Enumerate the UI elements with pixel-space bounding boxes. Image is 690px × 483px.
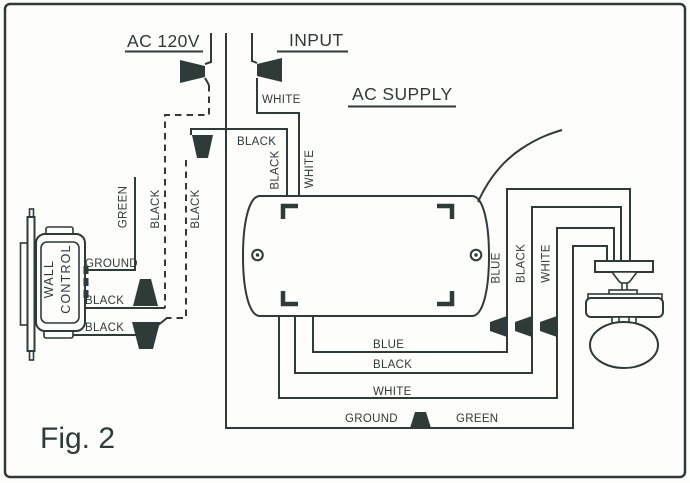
ground-run-label: GROUND xyxy=(345,413,398,425)
control-terminal-2 xyxy=(83,278,89,286)
receiver-corner-mark-br xyxy=(437,291,455,307)
wall-box xyxy=(19,242,29,326)
receiver-antenna-wire xyxy=(477,129,563,203)
wall-control: WALL CONTROL xyxy=(19,208,89,361)
white-supply-to-receiver-wire xyxy=(256,78,300,197)
wire-nut-supply-neutral xyxy=(257,58,282,82)
green-riser-vlabel: GREEN xyxy=(118,186,130,228)
control-terminal-3 xyxy=(83,290,89,298)
receiver-black-lead-vlabel: BLACK xyxy=(270,150,282,189)
white-run-wire xyxy=(278,227,615,399)
wire-nut-receiver-hot xyxy=(192,135,213,158)
black-riser-1-vlabel: BLACK xyxy=(150,189,162,228)
control-terminal-1 xyxy=(83,266,89,274)
ac-supply-heading: AC SUPPLY xyxy=(352,84,453,104)
fan-black-riser-vlabel: BLACK xyxy=(516,244,528,283)
green-run-label: GREEN xyxy=(456,413,498,425)
dashed-black-run-2 xyxy=(166,160,187,319)
input-heading: INPUT xyxy=(289,30,344,50)
supply-neutral-nut-stub xyxy=(251,60,258,64)
receiver-screw-right-dot xyxy=(474,253,478,257)
receiver-corner-mark-tl xyxy=(280,203,298,219)
receiver-white-lead-vlabel: WHITE xyxy=(304,150,316,189)
ground-green-riser-wire xyxy=(80,177,136,271)
receiver-black-label: BLACK xyxy=(237,136,276,148)
wall-black-label-1: BLACK xyxy=(85,295,124,307)
fan-motor-housing xyxy=(585,297,664,318)
wall-ground-label: GROUND xyxy=(85,258,138,270)
ceiling-fan xyxy=(585,260,664,369)
supply-ground-run-wire xyxy=(225,33,608,429)
wall-control-label-line1: WALL xyxy=(42,260,56,298)
blue-run-label: BLUE xyxy=(373,339,404,351)
ac-120v-heading: AC 120V xyxy=(127,31,200,51)
receiver-corner-mark-bl xyxy=(280,291,298,307)
black-receiver-lead-wire xyxy=(190,128,288,197)
blue-run-wire xyxy=(312,188,631,353)
dashed-black-run-1 xyxy=(164,85,210,308)
supply-white-label: WHITE xyxy=(262,94,301,106)
wire-nut-white xyxy=(540,316,557,337)
wire-nut-wall-black-2 xyxy=(132,322,160,349)
fan-light-globe xyxy=(589,321,659,369)
fan-mounting-bracket xyxy=(594,260,654,273)
figure-border xyxy=(3,2,687,479)
wire-nut-black xyxy=(515,316,532,337)
control-face xyxy=(40,241,80,324)
wire-nut-wall-black-1 xyxy=(133,279,158,306)
wire-nut-ground xyxy=(410,412,431,428)
black-run-label: BLACK xyxy=(373,359,412,371)
black-riser-2-vlabel: BLACK xyxy=(190,189,202,228)
wall-black-label-2: BLACK xyxy=(85,322,124,334)
wall-plate xyxy=(26,216,36,352)
black-run-wire xyxy=(294,206,622,374)
fan-blue-riser-vlabel: BLUE xyxy=(491,252,503,283)
receiver-body xyxy=(241,195,491,317)
white-run-label: WHITE xyxy=(373,386,412,398)
wall-control-label-line2: CONTROL xyxy=(59,244,73,314)
wire-nut-blue xyxy=(490,316,507,337)
supply-hot-nut-stubs xyxy=(204,61,212,86)
fan-white-riser-vlabel: WHITE xyxy=(541,244,553,283)
receiver-corner-mark-tr xyxy=(437,203,455,219)
figure-caption: Fig. 2 xyxy=(40,422,115,455)
receiver-screw-left-dot xyxy=(255,253,260,257)
wire-nut-supply-hot xyxy=(180,60,205,83)
receiver-module xyxy=(241,129,563,317)
